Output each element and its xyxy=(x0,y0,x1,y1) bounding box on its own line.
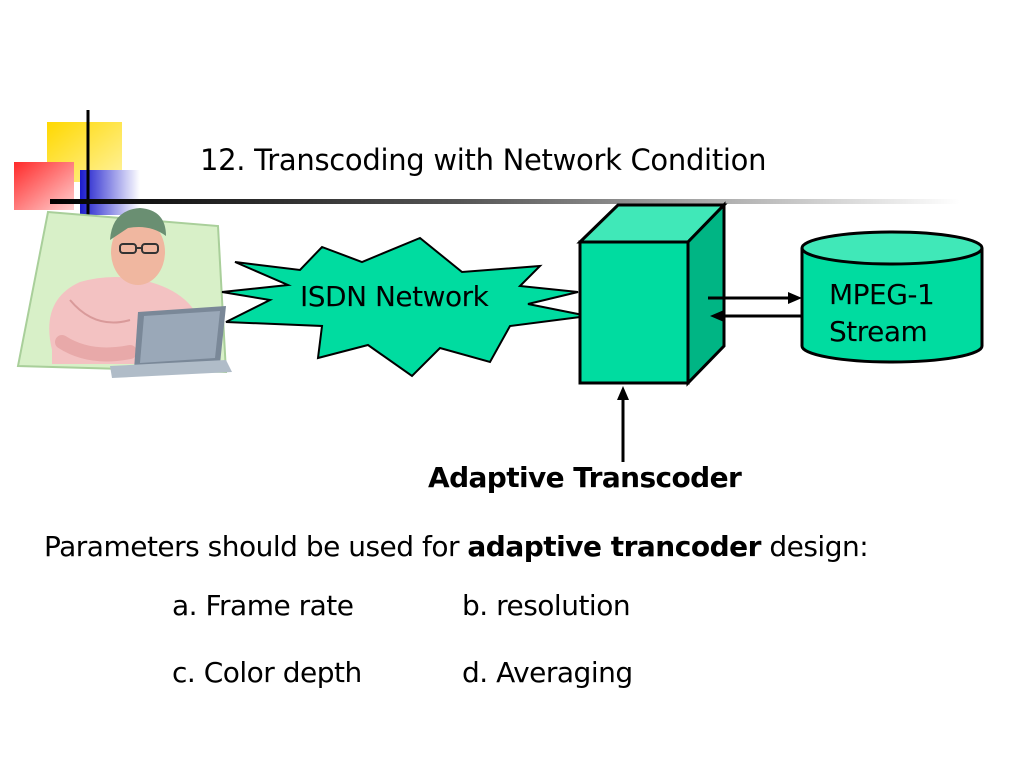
title-underline xyxy=(50,199,960,204)
mpeg-stream-cylinder xyxy=(800,230,984,364)
parameter-item-d: d. Averaging xyxy=(462,656,633,689)
parameters-outro: design: xyxy=(760,530,869,563)
parameter-item-a: a. Frame rate xyxy=(172,589,354,622)
parameters-intro: Parameters should be used for xyxy=(44,530,468,563)
parameters-emphasis: adaptive trancoder xyxy=(467,530,761,563)
mpeg-stream-label-line2: Stream xyxy=(829,315,928,348)
transcoder-label: Adaptive Transcoder xyxy=(428,461,742,494)
transcoder-pointer-arrow xyxy=(617,386,629,462)
decorative-squares xyxy=(14,110,140,230)
isdn-network-cloud xyxy=(221,236,589,378)
transcoder-cube xyxy=(576,201,728,387)
mpeg-stream-label-line1: MPEG-1 xyxy=(829,278,935,311)
isdn-network-label: ISDN Network xyxy=(300,280,489,313)
parameters-sentence: Parameters should be used for adaptive t… xyxy=(44,530,869,563)
parameter-item-c: c. Color depth xyxy=(172,656,362,689)
person-at-computer-clipart xyxy=(16,208,232,378)
bidirectional-arrows xyxy=(708,292,802,322)
parameter-item-b: b. resolution xyxy=(462,589,631,622)
slide-title: 12. Transcoding with Network Condition xyxy=(200,143,767,177)
mpeg-stream-label: MPEG-1 Stream xyxy=(829,276,935,350)
